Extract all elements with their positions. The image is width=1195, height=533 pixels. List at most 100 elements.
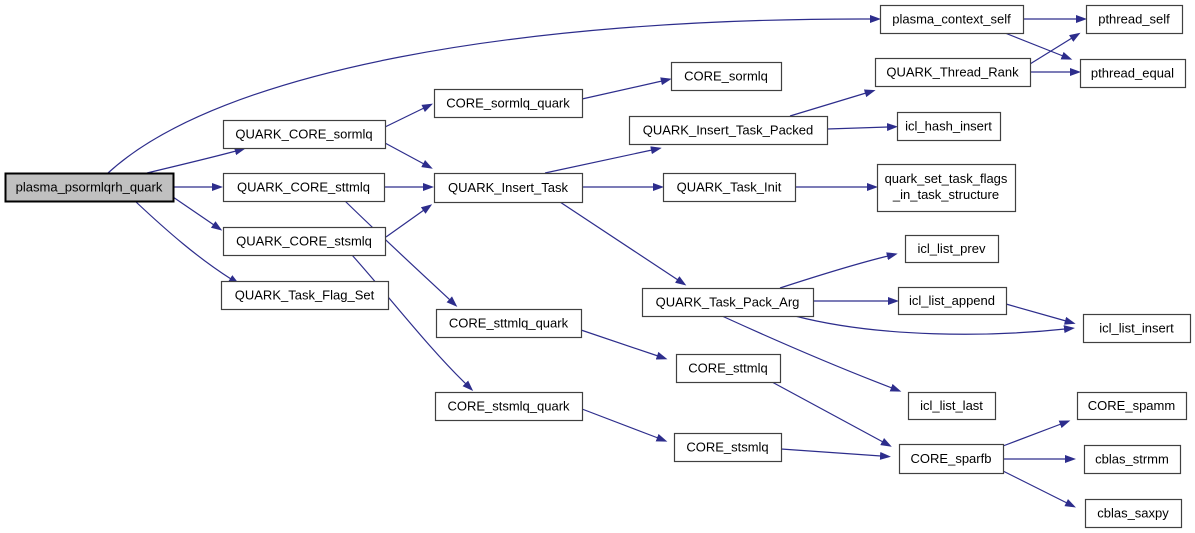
node-pthread_self[interactable]: pthread_self: [1085, 4, 1184, 35]
node-box[interactable]: [1085, 4, 1184, 35]
node-label: cblas_saxpy: [1097, 506, 1169, 521]
node-label: CORE_sttmlq_quark: [449, 316, 569, 331]
node-box[interactable]: [879, 4, 1025, 35]
edge-plasma_psormlqrh_quark-to-QUARK_Task_Flag_Set: [134, 200, 240, 285]
node-QUARK_CORE_sttmlq[interactable]: QUARK_CORE_sttmlq: [222, 172, 386, 203]
node-label: plasma_psormlqrh_quark: [16, 180, 163, 195]
node-QUARK_Task_Flag_Set[interactable]: QUARK_Task_Flag_Set: [220, 280, 390, 311]
edge-QUARK_Insert_Task_Packed-to-icl_hash_insert: [826, 123, 898, 132]
node-box[interactable]: [434, 391, 584, 422]
node-label: cblas_strmm: [1095, 452, 1169, 467]
node-CORE_sormlq[interactable]: CORE_sormlq: [670, 61, 783, 92]
edge-plasma_psormlqrh_quark-to-QUARK_CORE_sormlq: [146, 147, 246, 174]
edge-QUARK_Task_Pack_Arg-to-icl_list_prev: [779, 252, 898, 289]
node-box[interactable]: [898, 443, 1005, 475]
edge-plasma_context_self-to-pthread_equal: [1004, 32, 1073, 60]
node-box[interactable]: [1084, 498, 1183, 529]
node-label: icl_list_last: [920, 398, 983, 413]
node-CORE_sttmlq[interactable]: CORE_sttmlq: [675, 353, 782, 384]
node-icl_list_last[interactable]: icl_list_last: [907, 391, 997, 421]
node-label: icl_list_append: [909, 293, 995, 308]
node-label-line: quark_set_task_flags: [885, 171, 1008, 186]
node-box[interactable]: [222, 172, 386, 203]
node-label: QUARK_CORE_sttmlq: [237, 180, 370, 195]
node-box[interactable]: [222, 119, 387, 150]
node-QUARK_Task_Init[interactable]: QUARK_Task_Init: [662, 172, 797, 203]
node-CORE_stsmlq_quark[interactable]: CORE_stsmlq_quark: [434, 391, 584, 422]
node-label: icl_list_prev: [918, 241, 986, 256]
node-box[interactable]: [876, 163, 1017, 213]
edge-QUARK_CORE_sormlq-to-QUARK_Insert_Task: [384, 142, 433, 169]
node-icl_hash_insert[interactable]: icl_hash_insert: [896, 111, 1002, 142]
node-label: CORE_sttmlq: [688, 361, 767, 376]
node-label: CORE_sormlq: [684, 69, 768, 84]
node-box[interactable]: [874, 57, 1032, 88]
edge-CORE_sttmlq_quark-to-CORE_sttmlq: [580, 329, 668, 360]
node-box[interactable]: [662, 172, 797, 203]
node-plasma_psormlqrh_quark: plasma_psormlqrh_quark: [4, 172, 175, 203]
node-box[interactable]: [628, 115, 829, 146]
node-label: pthread_self: [1098, 12, 1170, 27]
edge-QUARK_Insert_Task-to-QUARK_Task_Pack_Arg: [559, 201, 687, 286]
node-cblas_strmm[interactable]: cblas_strmm: [1083, 444, 1182, 475]
root-node-box: [4, 172, 175, 203]
node-box[interactable]: [896, 111, 1002, 142]
node-pthread_equal[interactable]: pthread_equal: [1079, 58, 1187, 89]
node-QUARK_CORE_stsmlq[interactable]: QUARK_CORE_stsmlq: [222, 226, 387, 257]
node-box[interactable]: [897, 286, 1008, 316]
node-box[interactable]: [904, 234, 1000, 264]
node-quark_set_task_flags_in_task_structure[interactable]: quark_set_task_flags_in_task_structure: [876, 163, 1017, 213]
node-label: QUARK_Thread_Rank: [886, 65, 1019, 80]
edge-CORE_sormlq_quark-to-CORE_sormlq: [581, 77, 672, 100]
node-icl_list_insert[interactable]: icl_list_insert: [1082, 313, 1192, 344]
node-icl_list_prev[interactable]: icl_list_prev: [904, 234, 1000, 264]
node-QUARK_Task_Pack_Arg[interactable]: QUARK_Task_Pack_Arg: [641, 287, 815, 318]
node-icl_list_append[interactable]: icl_list_append: [897, 286, 1008, 316]
node-box[interactable]: [675, 353, 782, 384]
node-box[interactable]: [1079, 58, 1187, 89]
node-box[interactable]: [433, 88, 584, 119]
edge-CORE_sttmlq-to-CORE_sparfb: [771, 381, 892, 447]
node-box[interactable]: [433, 172, 584, 204]
node-label-line: _in_task_structure: [892, 187, 999, 202]
node-box[interactable]: [222, 226, 387, 257]
edge-QUARK_CORE_stsmlq-to-CORE_stsmlq_quark: [351, 254, 474, 391]
node-plasma_context_self[interactable]: plasma_context_self: [879, 4, 1025, 35]
node-label: QUARK_Task_Pack_Arg: [656, 295, 800, 310]
node-CORE_stsmlq[interactable]: CORE_stsmlq: [673, 432, 783, 463]
node-cblas_saxpy[interactable]: cblas_saxpy: [1084, 498, 1183, 529]
node-QUARK_Insert_Task_Packed[interactable]: QUARK_Insert_Task_Packed: [628, 115, 829, 146]
node-QUARK_CORE_sormlq[interactable]: QUARK_CORE_sormlq: [222, 119, 387, 150]
node-label: CORE_stsmlq_quark: [447, 399, 570, 414]
node-box[interactable]: [641, 287, 815, 318]
node-CORE_sttmlq_quark[interactable]: CORE_sttmlq_quark: [435, 308, 583, 339]
node-box[interactable]: [673, 432, 783, 463]
node-CORE_sormlq_quark[interactable]: CORE_sormlq_quark: [433, 88, 584, 119]
node-label: CORE_sormlq_quark: [446, 96, 570, 111]
node-CORE_sparfb[interactable]: CORE_sparfb: [898, 443, 1005, 475]
node-box[interactable]: [435, 308, 583, 339]
node-box[interactable]: [907, 391, 997, 421]
node-label: CORE_sparfb: [911, 451, 992, 466]
node-box[interactable]: [670, 61, 783, 92]
node-label: plasma_context_self: [892, 12, 1011, 27]
node-QUARK_Thread_Rank[interactable]: QUARK_Thread_Rank: [874, 57, 1032, 88]
node-box[interactable]: [1082, 313, 1192, 344]
node-box[interactable]: [1083, 444, 1182, 475]
edge-plasma_psormlqrh_quark-to-plasma_context_self: [107, 14, 881, 174]
edge-QUARK_CORE_stsmlq-to-QUARK_Insert_Task: [385, 204, 433, 238]
node-label: icl_hash_insert: [905, 119, 992, 134]
node-box[interactable]: [1076, 391, 1188, 421]
node-label: pthread_equal: [1091, 66, 1174, 81]
node-box[interactable]: [220, 280, 390, 311]
node-label: QUARK_CORE_sormlq: [235, 127, 372, 142]
node-QUARK_Insert_Task[interactable]: QUARK_Insert_Task: [433, 172, 584, 204]
node-label: QUARK_Task_Init: [677, 180, 782, 195]
node-label: CORE_stsmlq: [686, 440, 768, 455]
edge-CORE_stsmlq_quark-to-CORE_stsmlq: [581, 408, 668, 442]
edge-QUARK_CORE_sttmlq-to-CORE_sttmlq_quark: [344, 200, 458, 307]
node-label: QUARK_Task_Flag_Set: [235, 288, 375, 303]
node-CORE_spamm[interactable]: CORE_spamm: [1076, 391, 1188, 421]
